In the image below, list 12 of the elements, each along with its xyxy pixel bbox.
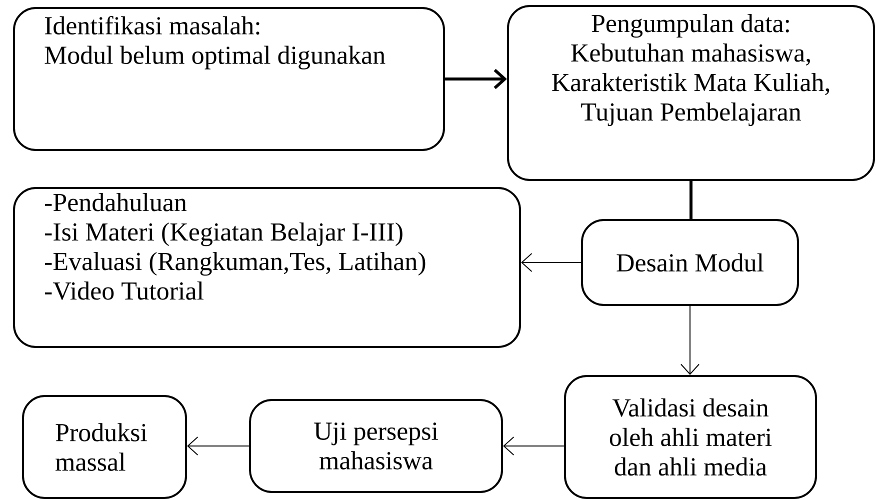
arrow	[503, 436, 564, 456]
process-box: Pengumpulan data: Kebutuhan mahasiswa, Karakteristik Mata Kuliah, Tujuan Pembelajaran	[507, 5, 875, 181]
arrow	[521, 252, 582, 272]
arrow	[680, 305, 700, 375]
process-box: Desain Modul	[581, 218, 799, 306]
content-box: -Pendahuluan -Isi Materi (Kegiatan Belajar I-III) -Evaluasi (Rangkuman,Tes, Latihan) -Video Tutorial	[13, 186, 521, 348]
process-box: Produksi massal	[22, 394, 187, 499]
process-box: Identifikasi masalah: Modul belum optimal digunakan	[13, 7, 445, 151]
arrow	[445, 68, 507, 90]
process-box: Validasi desain oleh ahli materi dan ahli media	[564, 374, 817, 499]
process-box: Uji persepsi mahasiswa	[249, 398, 503, 493]
arrow	[187, 436, 250, 456]
